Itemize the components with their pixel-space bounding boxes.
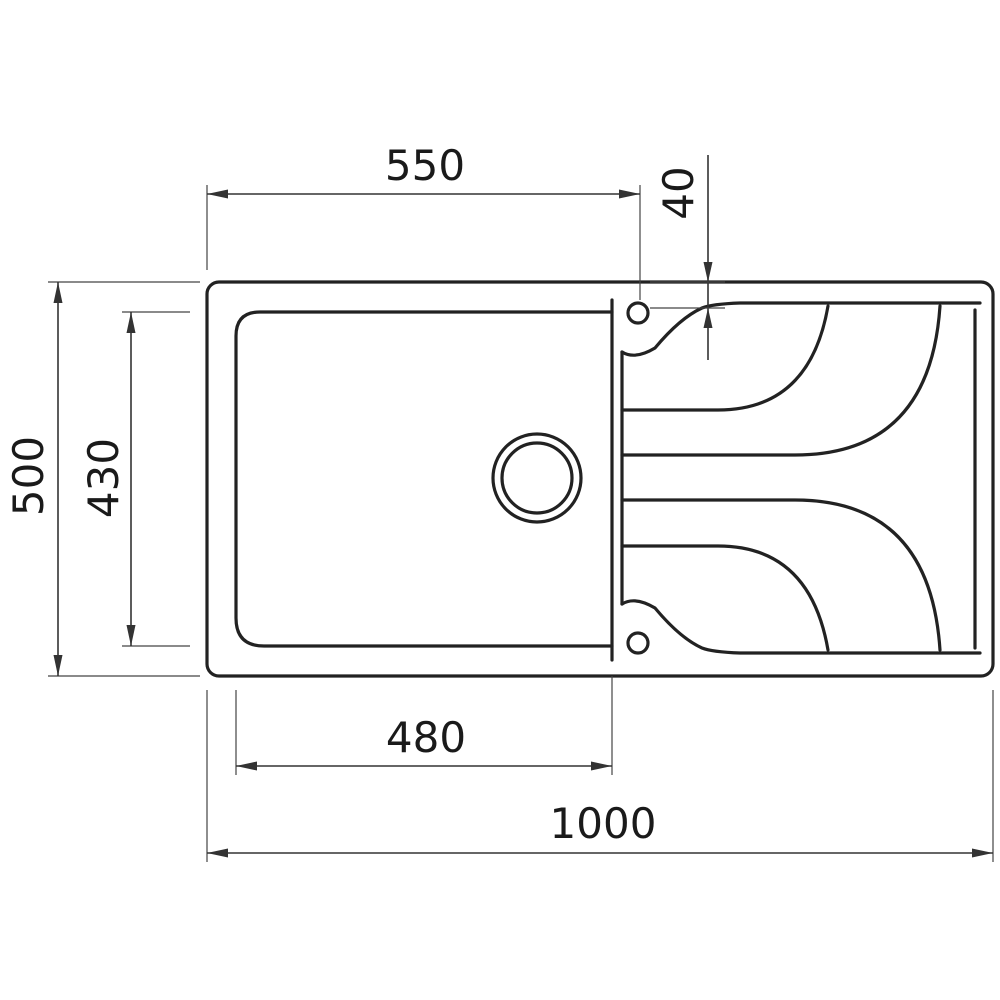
dimension-40: 40 bbox=[650, 155, 725, 360]
sink-bowl bbox=[234, 298, 614, 662]
dimension-430: 430 bbox=[79, 311, 190, 647]
sink-outline bbox=[205, 280, 995, 678]
drainboard bbox=[620, 301, 982, 655]
dimension-label-40: 40 bbox=[654, 166, 703, 219]
dimension-500: 500 bbox=[4, 281, 200, 677]
dimension-1000: 1000 bbox=[206, 690, 994, 862]
dimension-label-550: 550 bbox=[385, 141, 465, 190]
dimension-550: 550 bbox=[206, 141, 641, 300]
dimension-label-480: 480 bbox=[386, 713, 466, 762]
dimension-label-430: 430 bbox=[79, 438, 128, 518]
drain-plug bbox=[491, 432, 583, 524]
dimension-480: 480 bbox=[235, 676, 613, 775]
dimension-label-1000: 1000 bbox=[550, 799, 657, 848]
tap-hole-bottom bbox=[626, 631, 650, 655]
dimension-label-500: 500 bbox=[4, 436, 53, 516]
tap-hole-top bbox=[626, 301, 650, 325]
